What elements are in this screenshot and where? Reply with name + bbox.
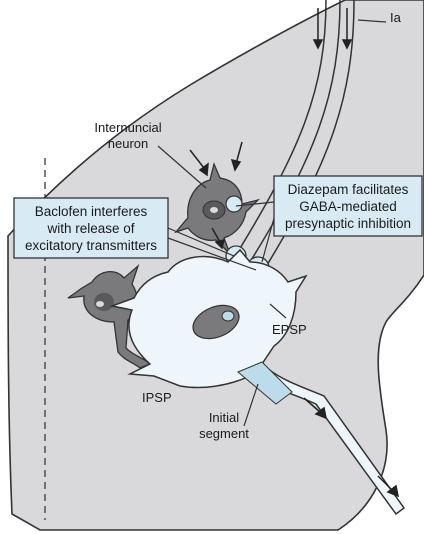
label-initial-2: segment [199, 426, 249, 441]
label-epsp: EPSP [272, 322, 307, 337]
label-ipsp: IPSP [142, 390, 172, 405]
label-baclofen-2: with release of [46, 221, 134, 236]
label-ia: Ia [390, 10, 402, 25]
label-baclofen-3: excitatory transmitters [25, 238, 157, 253]
label-initial-1: Initial [209, 410, 239, 425]
label-baclofen-1: Baclofen interferes [35, 204, 148, 219]
label-diazepam-3: presynaptic inhibition [285, 216, 411, 231]
label-internuncial-1: Internuncial [94, 120, 161, 135]
label-diazepam-1: Diazepam facilitates [288, 182, 409, 197]
label-diazepam-2: GABA-mediated [299, 199, 397, 214]
label-internuncial-2: neuron [108, 136, 148, 151]
